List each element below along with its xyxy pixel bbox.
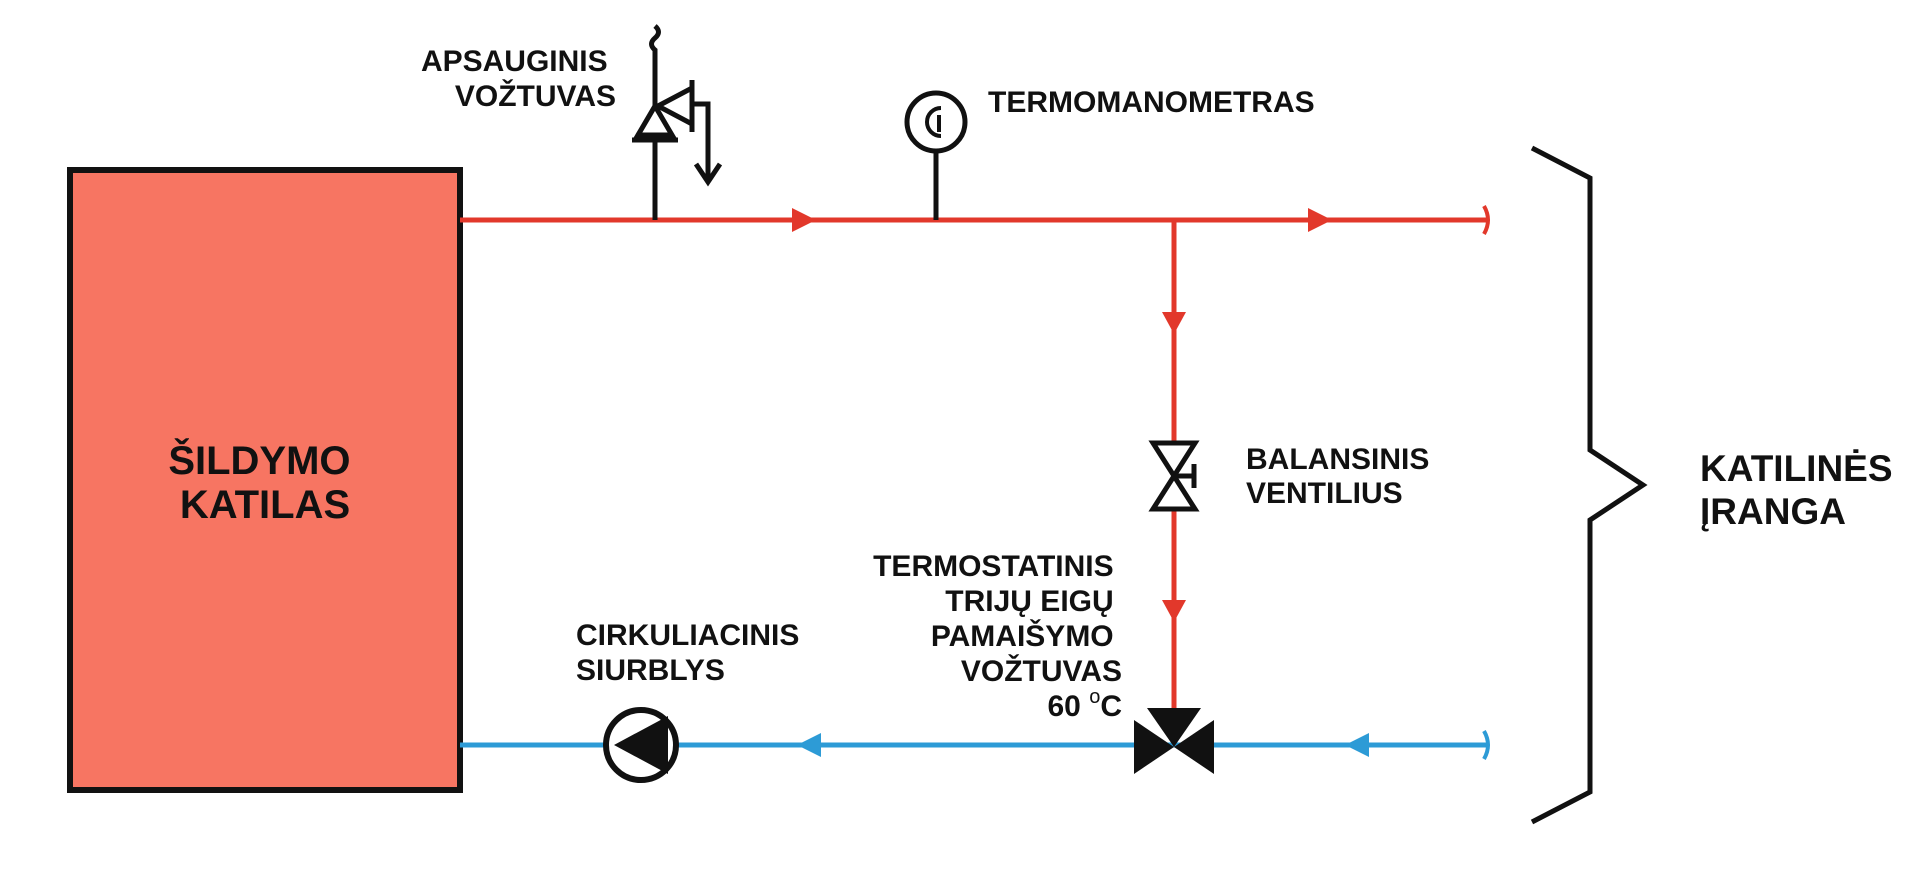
mixing-valve-temp-unit: C (1100, 690, 1122, 723)
mixing-valve-label-line4: VOŽTUVAS (961, 654, 1122, 688)
pump-icon (603, 707, 679, 783)
balancing-valve-label-line2: VENTILIUS (1246, 477, 1403, 510)
balancing-valve-label-line1: BALANSINIS (1246, 443, 1429, 476)
supply-flow-arrow-1 (792, 208, 816, 232)
gauge-icon (904, 90, 968, 220)
return-pipe-end-cap (1482, 730, 1490, 760)
thermomanometer-label: TERMOMANOMETRAS (988, 86, 1315, 119)
mixing-valve-label-line3: PAMAIŠYMO (931, 619, 1114, 653)
supply-flow-arrow-2 (1308, 208, 1332, 232)
boiler (67, 167, 463, 793)
return-flow-arrow-1 (797, 733, 821, 757)
bypass-flow-arrow-2 (1162, 600, 1186, 622)
boiler-label-line2: KATILAS (180, 483, 350, 527)
three-way-valve-icon (1134, 708, 1214, 774)
safety-valve-label-line1: APSAUGINIS (421, 45, 608, 78)
mixing-valve-label-line2: TRIJŲ EIGŲ (945, 585, 1113, 618)
mixing-valve-temp-value: 60 (1047, 690, 1080, 723)
balancing-valve-icon (1148, 440, 1200, 512)
equipment-group-label-line1: KATILINĖS (1700, 448, 1893, 489)
safety-valve-label: APSAUGINIS VOŽTUVAS (421, 45, 616, 113)
mixing-valve-label-line1: TERMOSTATINIS (873, 550, 1114, 583)
balancing-valve-label: BALANSINIS VENTILIUS (1246, 443, 1438, 510)
equipment-group-label-line2: ĮRANGA (1700, 491, 1846, 532)
safety-valve-label-line2: VOŽTUVAS (455, 79, 616, 113)
pump-label: CIRKULIACINIS SIURBLYS (576, 619, 808, 687)
return-flow-arrow-2 (1345, 733, 1369, 757)
brace-icon (1530, 145, 1648, 825)
mixing-valve-temp-degree: o (1089, 686, 1100, 708)
equipment-group-label: KATILINĖS ĮRANGA (1700, 448, 1903, 532)
pump-label-line1: CIRKULIACINIS (576, 619, 799, 652)
boiler-label-line1: ŠILDYMO (168, 437, 350, 483)
pump-label-line2: SIURBLYS (576, 654, 725, 687)
bypass-flow-arrow-1 (1162, 312, 1186, 334)
safety-valve-icon (632, 24, 723, 220)
mixing-valve-temperature: 60 oC (1047, 686, 1122, 723)
mixing-valve-label: TERMOSTATINIS TRIJŲ EIGŲ PAMAIŠYMO VOŽTU… (873, 550, 1122, 688)
supply-pipe-end-cap (1482, 205, 1490, 235)
boiler-label: ŠILDYMO KATILAS (168, 437, 361, 527)
